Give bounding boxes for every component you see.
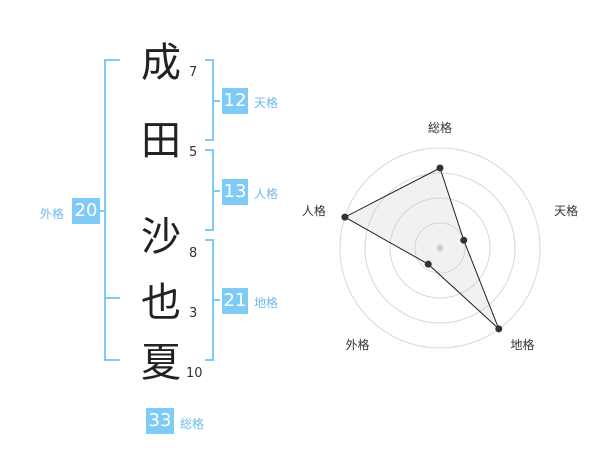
radar-ring-2 bbox=[389, 197, 491, 299]
tenkaku-label: 天格 bbox=[254, 96, 279, 110]
stroke-count-5: 10 bbox=[186, 366, 203, 381]
radar-ring-1 bbox=[414, 222, 466, 274]
radar-point-5 bbox=[341, 213, 349, 221]
tenkaku-bracket bbox=[205, 59, 220, 141]
name-char-3: 沙 bbox=[141, 214, 181, 260]
name-char-2: 田 bbox=[141, 118, 181, 164]
tenkaku-value: 12 bbox=[222, 88, 248, 114]
radar-axis-label-3: 地格 bbox=[511, 337, 535, 352]
radar-center-dot bbox=[436, 244, 444, 252]
chikaku-value: 21 bbox=[222, 288, 248, 314]
jinkaku-value: 13 bbox=[222, 179, 248, 205]
radar-point-4 bbox=[424, 260, 432, 268]
radar-axis-label-5: 人格 bbox=[302, 203, 326, 218]
name-char-5: 夏 bbox=[141, 340, 181, 386]
stroke-count-1: 7 bbox=[189, 65, 198, 80]
radar-point-1 bbox=[436, 164, 444, 172]
radar-axis-label-2: 天格 bbox=[554, 203, 578, 218]
radar-ring-4 bbox=[339, 147, 541, 349]
soukaku-value: 33 bbox=[146, 408, 174, 434]
radar-ring-3 bbox=[364, 172, 516, 324]
chikaku-label: 地格 bbox=[254, 296, 279, 310]
soukaku-label: 総格 bbox=[180, 417, 205, 431]
name-char-1: 成 bbox=[141, 40, 181, 86]
gaikaku-value: 20 bbox=[72, 198, 100, 224]
name-char-4: 也 bbox=[141, 280, 181, 326]
stroke-count-4: 3 bbox=[189, 306, 198, 321]
radar-point-2 bbox=[460, 236, 468, 244]
radar-series-polygon bbox=[343, 167, 500, 330]
gaikaku-label: 外格 bbox=[40, 207, 65, 221]
radar-axis-label-4: 外格 bbox=[345, 337, 369, 352]
jinkaku-label: 人格 bbox=[254, 187, 279, 201]
jinkaku-bracket bbox=[205, 149, 220, 231]
stroke-count-3: 8 bbox=[189, 246, 198, 261]
stroke-count-2: 5 bbox=[189, 145, 198, 160]
radar-axis-label-1: 総格 bbox=[428, 120, 452, 135]
chikaku-bracket bbox=[205, 239, 220, 361]
radar-point-3 bbox=[495, 325, 503, 333]
